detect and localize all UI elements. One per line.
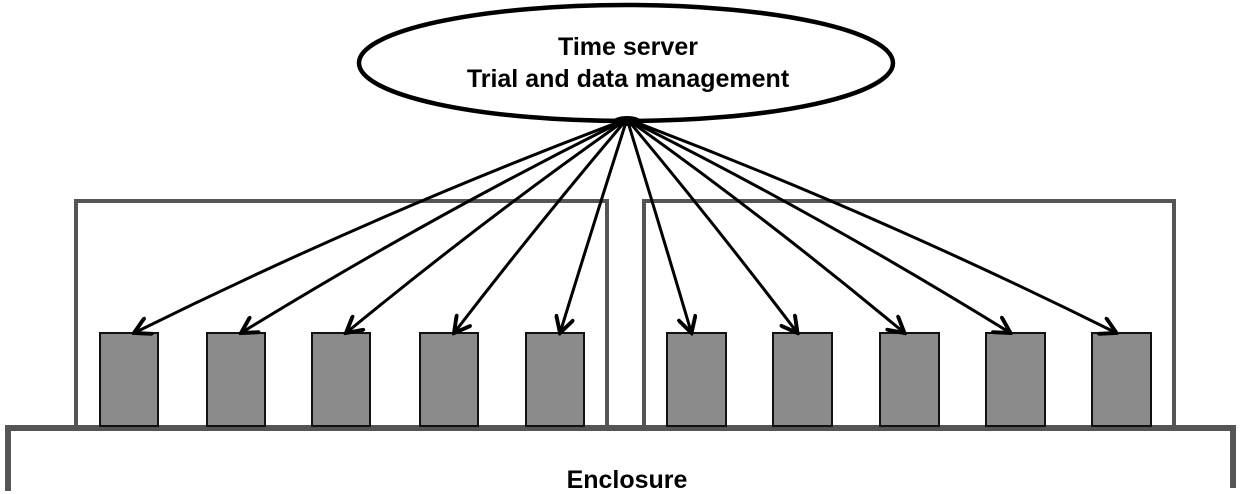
device-box <box>879 332 940 427</box>
server-label-line1: Time server <box>558 33 698 61</box>
device-boxes-layer <box>99 332 1152 427</box>
device-box <box>419 332 479 427</box>
arrow-edge <box>626 117 905 333</box>
device-box <box>99 332 159 427</box>
arrow-edge <box>626 117 1011 333</box>
arrow-edge <box>454 118 629 333</box>
arrow-edge <box>625 118 798 333</box>
device-box <box>525 332 585 427</box>
arrows-layer <box>134 117 1117 333</box>
device-box <box>985 332 1046 427</box>
device-box <box>666 332 727 427</box>
enclosure-label: Enclosure <box>567 466 688 494</box>
time-server-node <box>356 2 896 124</box>
device-box <box>772 332 833 427</box>
arrow-bundle <box>613 116 641 126</box>
enclosure-frame <box>5 425 1236 491</box>
server-label-line2: Trial and data management <box>467 65 790 93</box>
arrow-edge <box>560 118 629 333</box>
device-box <box>206 332 266 427</box>
arrow-edge <box>625 118 692 333</box>
arrow-edge <box>241 117 628 333</box>
arrow-edge <box>626 117 1117 333</box>
device-box <box>1091 332 1152 427</box>
arrow-edge <box>134 117 628 333</box>
arrow-edge <box>346 117 628 333</box>
device-box <box>311 332 371 427</box>
